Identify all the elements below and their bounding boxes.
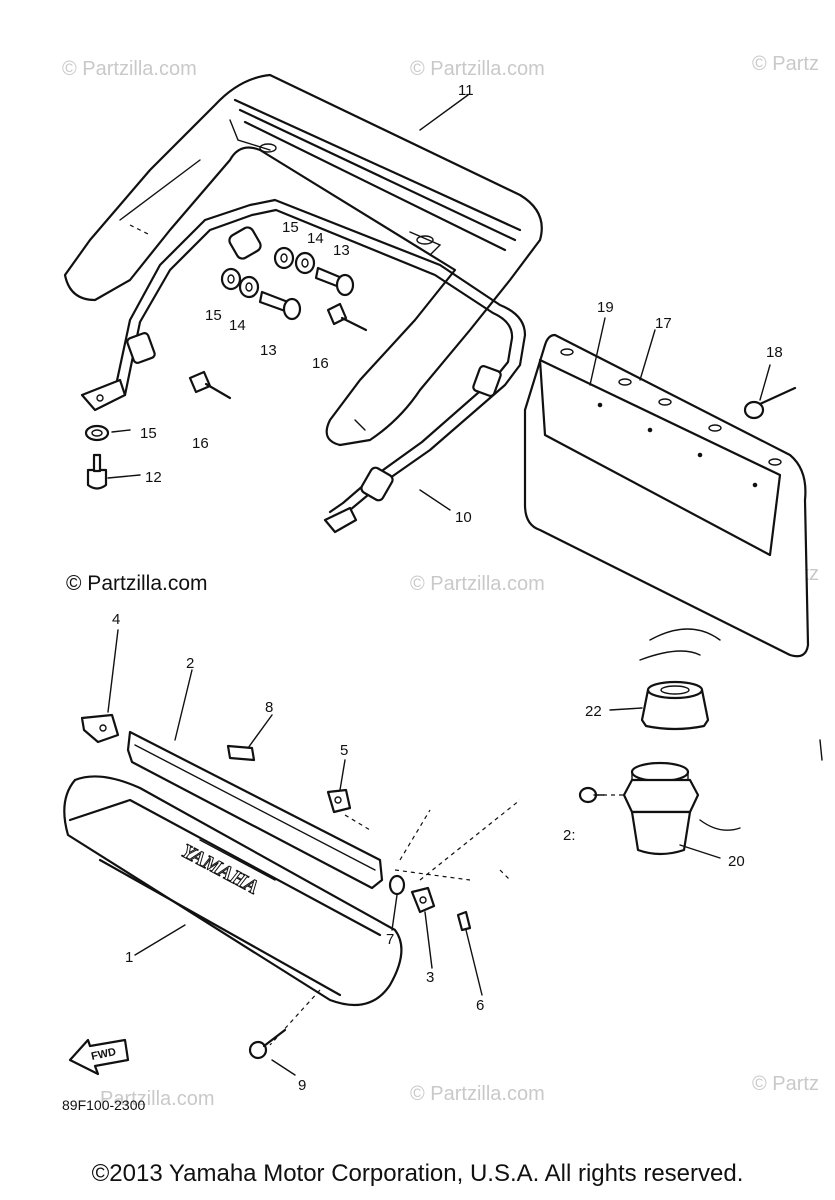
callout-21: 2:: [563, 827, 576, 844]
assembly-lines: [269, 794, 625, 1046]
diagram-code: 89F100-2300: [62, 1097, 146, 1113]
callout-6: 6: [476, 997, 484, 1014]
part-15-washer-upper: [273, 246, 295, 270]
fwd-arrow-icon: FWD: [68, 1038, 130, 1076]
part-16-screw-left: [188, 370, 232, 400]
part-22-cover: [640, 680, 710, 731]
watermark-bottom-left: Partzilla.com: [100, 1088, 214, 1110]
watermark-top-center: © Partzilla.com: [410, 58, 545, 80]
part-16-screw-right: [326, 302, 368, 332]
tire-outline: [639, 628, 823, 831]
callout-9: 9: [298, 1077, 306, 1094]
copyright-notice: ©2013 Yamaha Motor Corporation, U.S.A. A…: [91, 1160, 744, 1187]
fwd-label: FWD: [90, 1046, 117, 1063]
watermark-top-right: © Partz: [752, 53, 819, 75]
callout-19: 19: [597, 299, 614, 316]
part-13-bolt-lower: [258, 290, 302, 321]
watermark-top-left: © Partzilla.com: [62, 58, 197, 80]
part-15-washer-left: [84, 424, 110, 442]
part-17-mud-flap: [523, 333, 810, 658]
part-12-bolt: [86, 453, 108, 490]
watermark-mid-center: © Partzilla.com: [410, 573, 545, 595]
part-4-bracket: [80, 713, 120, 744]
part-18-rivet: [743, 386, 797, 420]
callout-17: 17: [655, 315, 672, 332]
callout-5: 5: [340, 742, 348, 759]
callout-16-b: 16: [192, 435, 209, 452]
part-8-reflector: [226, 744, 256, 762]
callout-4: 4: [112, 611, 120, 628]
callout-13-b: 13: [260, 342, 277, 359]
callout-22: 22: [585, 703, 602, 720]
part-7-washer: [388, 874, 406, 896]
part-1-rear-housing: YAMAHA: [63, 775, 403, 1007]
part-20-socket: [622, 761, 700, 856]
callout-14-b: 14: [229, 317, 246, 334]
callout-2: 2: [186, 655, 194, 672]
callout-18: 18: [766, 344, 783, 361]
callout-10: 10: [455, 509, 472, 526]
callout-11: 11: [458, 82, 474, 99]
callout-8: 8: [265, 699, 273, 716]
part-13-bolt-upper: [314, 266, 355, 297]
callout-20: 20: [728, 853, 745, 870]
callout-13-a: 13: [333, 242, 350, 259]
callout-3: 3: [426, 969, 434, 986]
leader-lines: [107, 94, 771, 1076]
watermark-bottom-right: © Partz: [752, 1073, 819, 1095]
part-14-nut-upper: [294, 251, 316, 275]
part-11-rear-carrier: [63, 73, 543, 447]
part-3-clip: [410, 886, 436, 914]
callout-15-b: 15: [205, 307, 222, 324]
callout-1: 1: [125, 949, 133, 966]
part-10-grab-bar: [80, 198, 527, 534]
callout-7: 7: [386, 931, 394, 948]
part-15-washer-lower: [220, 267, 242, 291]
part-14-nut-lower: [238, 275, 260, 299]
callout-16-a: 16: [312, 355, 329, 372]
part-2-plate: [126, 730, 384, 890]
callout-14-a: 14: [307, 230, 324, 247]
part-5-clip: [326, 788, 352, 814]
callouts: 11 15 14 13 15 14 13 16 15 16 12 10 19 1…: [112, 82, 783, 1094]
watermark-bottom-center: © Partzilla.com: [410, 1083, 545, 1105]
callout-15-a: 15: [282, 219, 299, 236]
callout-12: 12: [145, 469, 162, 486]
part-21-screw: [578, 786, 605, 804]
part-6-pin: [456, 910, 472, 932]
callout-15-c: 15: [140, 425, 157, 442]
watermark-mid-left: © Partzilla.com: [66, 572, 208, 595]
